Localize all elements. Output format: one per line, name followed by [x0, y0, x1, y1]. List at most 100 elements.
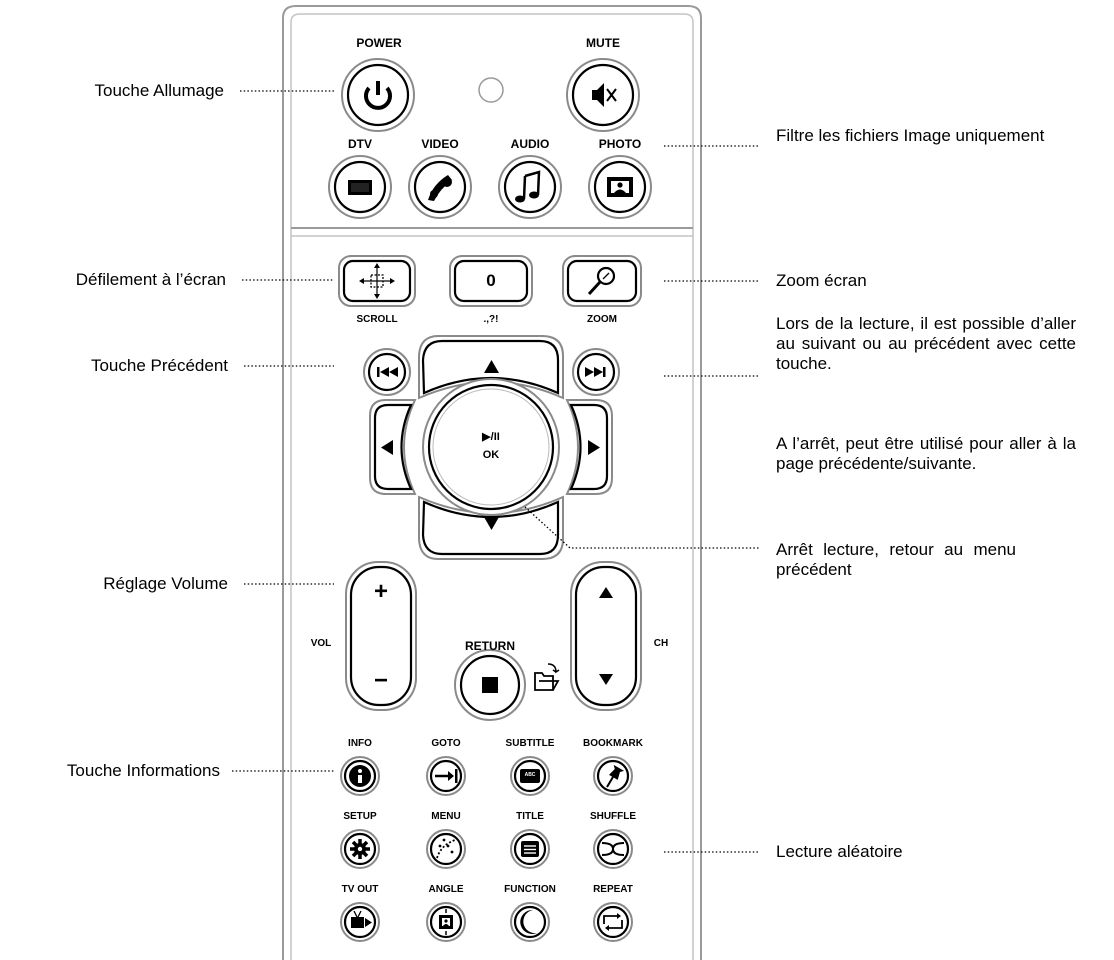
zero-button[interactable]	[449, 255, 533, 307]
annotation-next-1: Lors de la lecture, il est possible d’al…	[776, 314, 1076, 373]
return-button[interactable]	[454, 649, 526, 721]
prev-button[interactable]	[363, 348, 411, 396]
return-label: RETURN	[465, 639, 515, 653]
zoom-button[interactable]	[562, 255, 642, 307]
power-icon	[364, 81, 392, 110]
pin-icon	[606, 764, 625, 788]
zero-key-label: 0	[486, 271, 496, 290]
function-button[interactable]	[510, 902, 550, 942]
audio-button[interactable]	[498, 155, 562, 219]
menu-button[interactable]	[426, 829, 466, 869]
setup-label: SETUP	[343, 811, 377, 822]
power-label: POWER	[356, 36, 402, 50]
title-button[interactable]	[510, 829, 550, 869]
annotation-scroll: Défilement à l’écran	[75, 270, 226, 289]
annotation-photo-filter: Filtre les fichiers Image uniquement	[776, 126, 1045, 145]
menu-label: MENU	[431, 811, 461, 822]
mute-button[interactable]	[566, 58, 640, 132]
dtv-label: DTV	[348, 137, 372, 151]
tv-icon	[351, 910, 372, 928]
film-icon	[428, 175, 452, 201]
power-button[interactable]	[341, 58, 415, 132]
repeat-icon	[603, 913, 623, 931]
shuffle-label: SHUFFLE	[589, 811, 637, 822]
angle-label: ANGLE	[428, 884, 464, 895]
subtitle-icon	[520, 769, 540, 783]
info-label: INFO	[348, 738, 372, 749]
repeat-button[interactable]	[593, 902, 633, 942]
ok-label: OK	[482, 449, 500, 461]
move-icon	[359, 263, 395, 299]
mute-label: MUTE	[586, 36, 620, 50]
skip-forward-icon	[585, 367, 606, 377]
annotation-next-2: A l’arrêt, peut être utilisé pour aller …	[776, 434, 1076, 473]
function-label: FUNCTION	[504, 884, 556, 895]
goto-button[interactable]	[426, 756, 466, 796]
channel-up-icon	[599, 587, 613, 598]
abc-label: ABC	[524, 772, 536, 778]
goto-arrow-icon	[435, 769, 458, 783]
shuffle-button[interactable]	[593, 829, 633, 869]
annotation-ok: Arrêt lecture, retour au menu précédent	[776, 540, 1016, 579]
channel-rocker[interactable]	[570, 561, 642, 711]
scroll-button[interactable]	[338, 255, 416, 307]
vol-label: VOL	[310, 638, 332, 649]
mute-icon	[592, 83, 617, 107]
annotation-zoom: Zoom écran	[776, 271, 867, 290]
angle-icon	[439, 909, 453, 935]
vol-minus-label: −	[373, 667, 388, 694]
subtitle-button[interactable]	[510, 756, 550, 796]
list-icon	[521, 841, 539, 857]
dtv-button[interactable]	[328, 155, 392, 219]
scroll-label: SCROLL	[356, 314, 398, 325]
moon-icon	[520, 909, 537, 934]
down-arrow-icon	[484, 517, 499, 530]
leader-lines	[232, 90, 760, 853]
setup-button[interactable]	[340, 829, 380, 869]
play-pause-label: ▶/II	[482, 431, 500, 443]
tv-out-label: TV OUT	[341, 884, 379, 895]
next-button[interactable]	[572, 348, 620, 396]
left-arrow-icon	[381, 440, 393, 455]
photo-label: PHOTO	[598, 137, 642, 151]
tv-out-button[interactable]	[340, 902, 380, 942]
music-note-icon	[515, 170, 541, 203]
zoom-label: ZOOM	[587, 314, 617, 325]
ok-button	[422, 378, 560, 516]
navigation-pad	[369, 334, 613, 561]
ir-sensor	[478, 77, 504, 103]
repeat-label: REPEAT	[593, 884, 633, 895]
bookmark-button[interactable]	[593, 756, 633, 796]
title-label: TITLE	[516, 811, 544, 822]
annotation-power: Touche Allumage	[94, 81, 224, 100]
bookmark-label: BOOKMARK	[583, 738, 643, 749]
stop-icon	[482, 677, 498, 693]
up-arrow-icon	[484, 360, 499, 373]
info-button[interactable]	[340, 756, 380, 796]
ch-label: CH	[653, 638, 669, 649]
magic-wand-icon	[436, 838, 456, 859]
skip-back-icon	[377, 367, 398, 377]
audio-label: AUDIO	[510, 137, 550, 151]
magnifier-icon	[587, 266, 616, 296]
zero-sub-label: .,?!	[483, 314, 499, 325]
photo-button[interactable]	[588, 155, 652, 219]
shuffle-icon	[601, 842, 625, 856]
annotation-shuffle: Lecture aléatoire	[776, 842, 903, 861]
annotation-prev: Touche Précédent	[90, 356, 228, 375]
video-label: VIDEO	[421, 137, 459, 151]
annotation-volume: Réglage Volume	[103, 574, 228, 593]
goto-label: GOTO	[431, 738, 461, 749]
video-button[interactable]	[408, 155, 472, 219]
annotation-info: Touche Informations	[66, 761, 220, 780]
angle-button[interactable]	[426, 902, 466, 942]
volume-rocker[interactable]	[345, 561, 417, 711]
channel-down-icon	[599, 674, 613, 685]
picture-icon	[607, 177, 633, 197]
right-arrow-icon	[588, 440, 600, 455]
folder-icon	[534, 663, 560, 691]
subtitle-label: SUBTITLE	[505, 738, 555, 749]
gear-icon	[350, 839, 370, 859]
